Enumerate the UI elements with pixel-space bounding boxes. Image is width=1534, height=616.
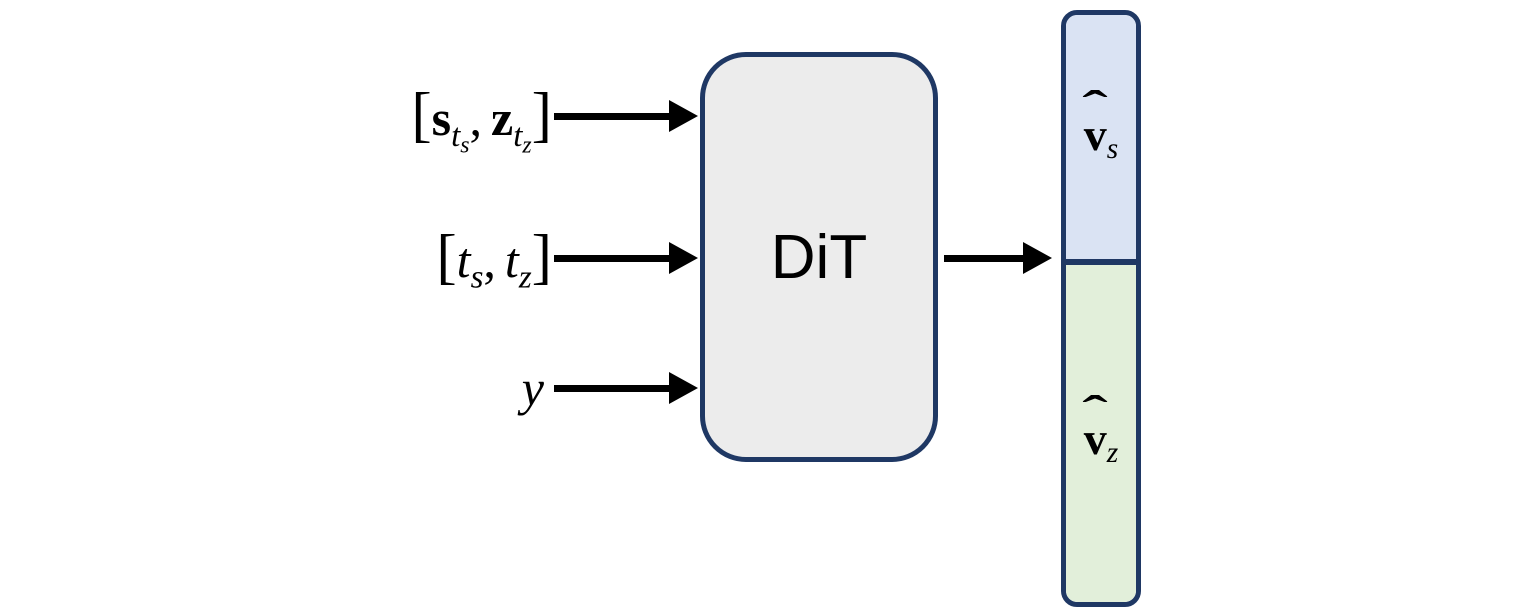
- arrow-dit-to-output: [944, 242, 1052, 274]
- dit-block: DiT: [700, 52, 938, 462]
- arrow-shaft: [554, 112, 674, 120]
- comma: ,: [483, 232, 496, 288]
- arrow-shaft: [944, 254, 1028, 262]
- input-label-timesteps: [ts,tz]: [60, 220, 552, 296]
- var-s: s: [431, 90, 452, 146]
- var-t1: t: [456, 232, 471, 288]
- hat-accent: ˆ: [1082, 83, 1109, 132]
- subscript-tz: tz: [513, 117, 532, 159]
- arrow-shaft: [554, 384, 674, 392]
- comma: ,: [469, 90, 483, 146]
- open-bracket: [: [411, 82, 432, 149]
- segment-divider: [1066, 259, 1136, 265]
- close-bracket: ]: [531, 82, 552, 149]
- subscript-ts: ts: [451, 117, 470, 159]
- subscript-s: s: [470, 259, 484, 296]
- arrow-head-icon: [669, 100, 698, 132]
- dit-label: DiT: [770, 222, 868, 292]
- arrow-timesteps-to-dit: [554, 242, 698, 274]
- input-label-condition: y: [60, 350, 544, 426]
- arrow-shaft: [554, 254, 674, 262]
- var-y: y: [521, 360, 544, 416]
- arrow-head-icon: [1023, 242, 1052, 274]
- arrow-head-icon: [669, 372, 698, 404]
- close-bracket: ]: [531, 224, 552, 291]
- subscript-z: z: [518, 259, 532, 296]
- var-z: z: [491, 90, 514, 146]
- arrow-head-icon: [669, 242, 698, 274]
- hat-accent: ˆ: [1082, 387, 1109, 436]
- open-bracket: [: [436, 224, 457, 291]
- var-t2: t: [504, 232, 519, 288]
- arrow-condition-to-dit: [554, 372, 698, 404]
- arrow-latents-to-dit: [554, 100, 698, 132]
- input-label-latent-pair: [sts,ztz]: [60, 78, 552, 159]
